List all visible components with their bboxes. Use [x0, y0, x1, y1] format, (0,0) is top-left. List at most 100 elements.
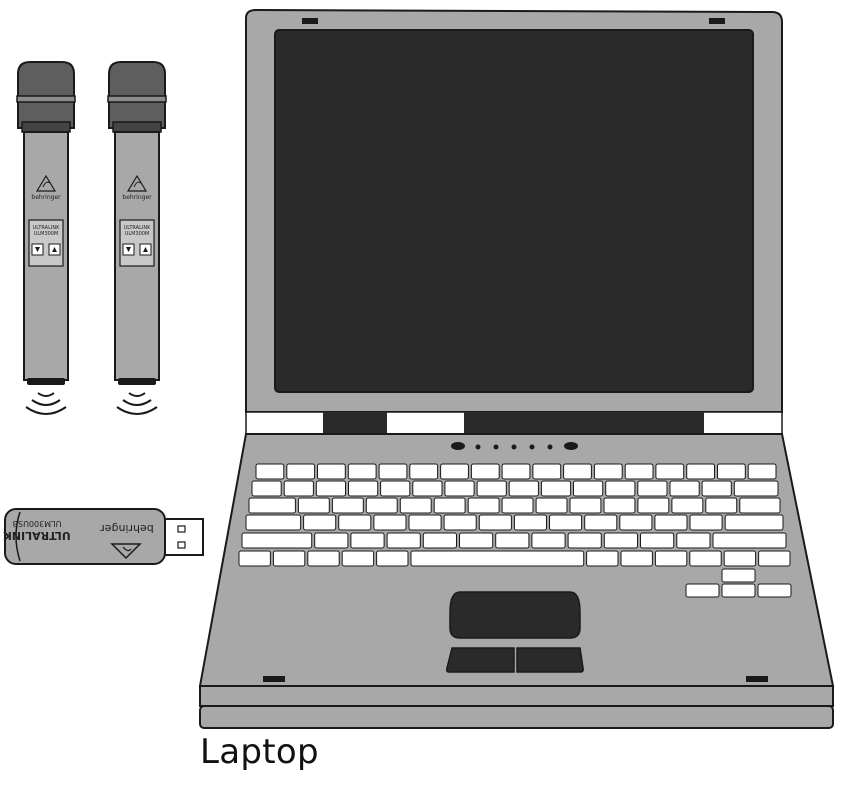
- keyboard-key: [476, 480, 507, 497]
- keyboard-key: [567, 532, 602, 549]
- keyboard-key: [535, 497, 568, 514]
- down-arrow-icon: [35, 247, 40, 252]
- laptop-screen: [274, 29, 754, 393]
- signal-waves-icon: [116, 392, 158, 415]
- mic-grille-ring: [107, 95, 167, 103]
- keyboard-key: [676, 532, 711, 549]
- keyboard-key: [386, 532, 421, 549]
- keyboard-key: [350, 532, 385, 549]
- status-indicator-lights: [451, 442, 578, 450]
- keyboard-key: [747, 463, 777, 480]
- up-arrow-icon: [143, 247, 148, 252]
- usb-model-line1: ULTRALINK: [3, 529, 71, 542]
- behringer-logo-icon: [126, 174, 148, 192]
- keyboard-arrow-key: [721, 568, 756, 583]
- keyboard-key: [314, 532, 349, 549]
- keyboard-key: [399, 497, 432, 514]
- keyboard-key: [286, 463, 316, 480]
- mic-neck: [112, 121, 162, 133]
- mic-control-panel: [28, 219, 64, 267]
- keyboard-key: [640, 532, 675, 549]
- down-arrow-icon: [126, 247, 131, 252]
- laptop-caption: Laptop: [200, 732, 319, 772]
- wireless-microphone-2: behringer ULTRALINK ULM300M: [107, 61, 167, 415]
- laptop-bottom-edge: [199, 705, 834, 729]
- keyboard-key: [671, 497, 704, 514]
- keyboard-key: [341, 550, 375, 567]
- mic-bottom-cap: [118, 378, 156, 385]
- lid-latch-right: [709, 18, 725, 24]
- hinge-block-center: [464, 412, 704, 434]
- keyboard-key: [303, 514, 337, 531]
- keyboard-key: [467, 497, 500, 514]
- usb-model-line2: ULM300USB: [13, 519, 62, 528]
- keyboard-key: [241, 532, 313, 549]
- keyboard-key: [307, 550, 340, 567]
- keyboard-key: [603, 497, 636, 514]
- mic-grille-ring: [16, 95, 76, 103]
- keyboard-key: [758, 550, 791, 567]
- keyboard-key: [654, 514, 688, 531]
- keyboard-key: [297, 497, 330, 514]
- keyboard-key: [248, 497, 296, 514]
- keyboard-key: [422, 532, 457, 549]
- mic-grille-head: [108, 61, 166, 129]
- trackpad-right-button: [516, 647, 584, 673]
- keyboard-key: [443, 514, 477, 531]
- hinge-block-left: [323, 412, 387, 434]
- keyboard-key: [470, 463, 500, 480]
- keyboard-key: [605, 480, 636, 497]
- keyboard-key: [283, 480, 314, 497]
- keyboard-key: [508, 480, 539, 497]
- usb-body-cap-line: [15, 511, 21, 562]
- keyboard-key: [459, 532, 494, 549]
- usb-connector-hole: [177, 525, 186, 533]
- usb-brand-label: behringer: [100, 522, 154, 535]
- keyboard-key: [619, 514, 653, 531]
- mic-grille-head: [17, 61, 75, 129]
- mic-neck: [21, 121, 71, 133]
- keyboard-key: [331, 497, 364, 514]
- keyboard-key: [637, 480, 668, 497]
- keyboard-key: [317, 463, 346, 480]
- behringer-logo-icon: [35, 174, 57, 192]
- laptop-trackpad: [449, 591, 581, 639]
- keyboard-key: [717, 463, 746, 480]
- keyboard-key: [586, 550, 619, 567]
- keyboard-key: [712, 532, 787, 549]
- keyboard-key: [513, 514, 548, 531]
- keyboard-key: [378, 463, 408, 480]
- keyboard-key: [701, 480, 732, 497]
- keyboard-key: [433, 497, 466, 514]
- keyboard-key: [338, 514, 372, 531]
- mic-model-line1: ULTRALINK: [33, 225, 61, 231]
- mic-brand-label: behringer: [122, 194, 152, 201]
- trackpad-left-button: [446, 647, 515, 673]
- keyboard-key: [376, 550, 409, 567]
- wireless-microphone-1: behringer ULTRALINK ULM300M: [16, 61, 76, 415]
- keyboard-key: [272, 550, 306, 567]
- keyboard-key: [669, 480, 700, 497]
- keyboard-key: [637, 497, 670, 514]
- keyboard-key: [478, 514, 512, 531]
- keyboard-key: [549, 514, 583, 531]
- mic-bottom-cap: [27, 378, 65, 385]
- usb-receiver-body: [4, 508, 166, 565]
- keyboard-arrow-key: [757, 583, 792, 598]
- signal-waves-icon: [25, 392, 67, 415]
- keyboard-key: [238, 550, 271, 567]
- keyboard-key: [365, 497, 398, 514]
- lid-latch-left: [302, 18, 318, 24]
- keyboard-key: [531, 532, 566, 549]
- keyboard-key: [689, 514, 723, 531]
- keyboard-key: [255, 463, 285, 480]
- keyboard-key: [410, 550, 585, 567]
- keyboard-key: [686, 463, 716, 480]
- keyboard-key: [624, 463, 654, 480]
- keyboard-key: [620, 550, 653, 567]
- mic-model-line2: ULM300M: [125, 231, 150, 237]
- keyboard-key: [603, 532, 638, 549]
- keyboard-key: [705, 497, 738, 514]
- keyboard-key: [245, 514, 302, 531]
